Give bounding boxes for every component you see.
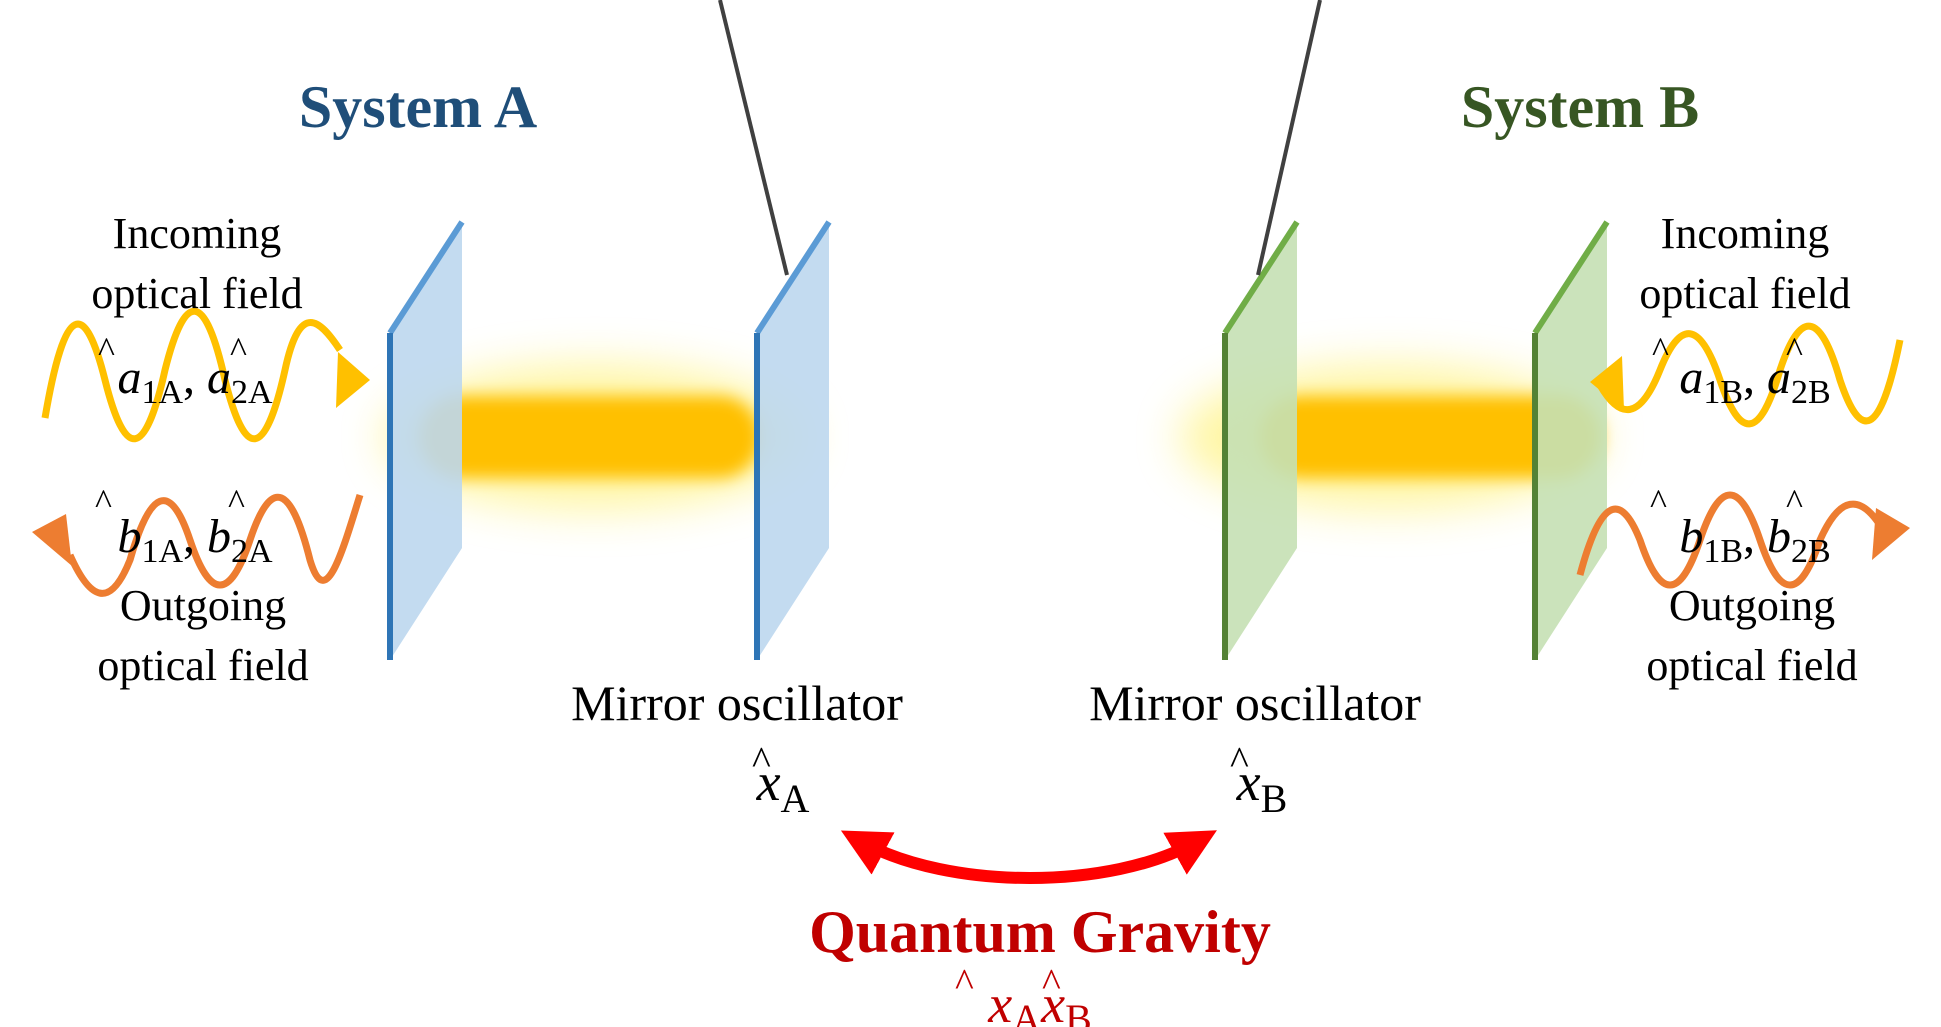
hat-b1b-out: ^: [1650, 482, 1667, 522]
outgoing-wave-b: [1576, 491, 1910, 589]
hat-xa: ^: [752, 738, 771, 783]
incoming-label-a-line2: optical field: [91, 269, 302, 318]
mirror-label-b: Mirror oscillator: [1089, 675, 1421, 731]
system-a-title: System A: [299, 74, 537, 140]
outgoing-wave-a: [32, 493, 364, 597]
outgoing-label-b-line1: Outgoing: [1669, 581, 1835, 630]
incoming-wave-b: [1590, 322, 1904, 428]
incoming-label-b-line2: optical field: [1639, 269, 1850, 318]
hat-b2b-out: ^: [1786, 482, 1803, 522]
mirror-oscillator-b: [1222, 220, 1300, 660]
incoming-wave-a: [41, 307, 370, 443]
hat-a1b-in: ^: [1652, 330, 1669, 370]
coupling-term: xAxB: [987, 974, 1092, 1027]
coupling-arrow: [840, 830, 1217, 884]
hat-coupling-xa: ^: [955, 960, 974, 1005]
suspension-wire-b: [1256, 0, 1322, 276]
hat-b1-out: ^: [95, 482, 112, 522]
incoming-operators-a: a1A, a2A: [117, 351, 273, 411]
incoming-label-b-line1: Incoming: [1661, 209, 1830, 258]
outgoing-label-a-line2: optical field: [97, 641, 308, 690]
input-mirror-a: [387, 220, 465, 660]
hat-a2b-in: ^: [1786, 330, 1803, 370]
mirror-oscillator-a: [754, 220, 832, 660]
hat-a2-in: ^: [230, 330, 247, 370]
incoming-operators-b: a1B, a2B: [1679, 351, 1830, 411]
outgoing-label-a-line1: Outgoing: [120, 581, 286, 630]
cavity-beam-a: [385, 365, 805, 509]
hat-coupling-xb: ^: [1042, 960, 1061, 1005]
hat-a1-in: ^: [98, 330, 115, 370]
mirror-label-a: Mirror oscillator: [571, 675, 903, 731]
outgoing-label-b-line2: optical field: [1646, 641, 1857, 690]
position-operator-a: xA: [756, 752, 810, 821]
incoming-label-a-line1: Incoming: [113, 209, 282, 258]
position-operator-b: xB: [1236, 752, 1288, 821]
outgoing-operators-b: b1B, b2B: [1679, 510, 1830, 570]
hat-b2-out: ^: [228, 482, 245, 522]
suspension-wire-a: [718, 0, 789, 276]
system-b-title: System B: [1461, 74, 1699, 140]
input-mirror-b: [1532, 220, 1610, 660]
hat-xb: ^: [1230, 738, 1249, 783]
coupling-title: Quantum Gravity: [809, 899, 1271, 965]
outgoing-operators-a: b1A, b2A: [117, 510, 273, 570]
